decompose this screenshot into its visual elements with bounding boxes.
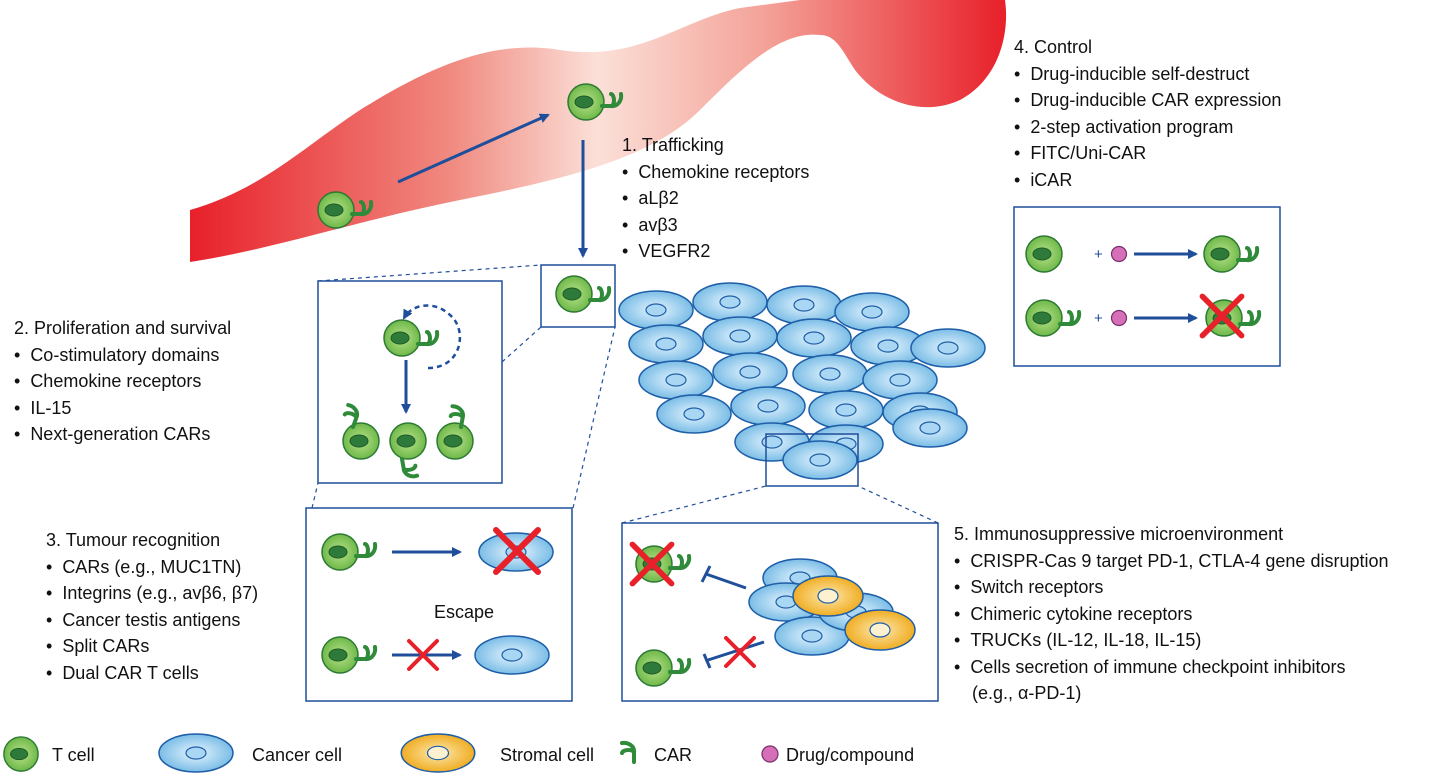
inhibition-bar [700,565,712,583]
legend-cancer-cell-icon [158,733,234,773]
tumour-mass [618,282,986,480]
escape-label: Escape [434,602,494,622]
recognition-item: Split CARs [46,633,258,660]
immunosuppressive-text: 5. Immunosuppressive microenvironment CR… [954,521,1389,707]
stromal-cell-tme [792,575,864,617]
control-panel [1013,206,1281,367]
control-title: 4. Control [1014,37,1093,57]
proliferation-item: IL-15 [14,395,231,422]
blocked-inhibition-bar [702,653,712,669]
immunosuppressive-item: CRISPR-Cas 9 target PD-1, CTLA-4 gene di… [954,548,1388,575]
immunosuppressive-continuation: (e.g., α-PD-1) [972,683,1082,703]
control-item: 2-step activation program [1014,114,1281,141]
blocked-inhibition-line [707,640,765,662]
recognition-title: 3. Tumour recognition [46,530,221,550]
zoom-box-tcell [540,264,616,328]
t-cell-control-before [1025,235,1063,273]
legend-drug-label: Drug/compound [786,745,914,765]
control-item: Drug-inducible CAR expression [1014,87,1281,114]
plus-sign: + [1094,310,1103,327]
control-item: Drug-inducible self-destruct [1014,61,1281,88]
self-renewal-arrow [402,304,462,370]
zoom-box-tumour [765,433,859,487]
immunosuppressive-item: Switch receptors [954,574,1389,601]
trafficking-item: avβ3 [622,212,809,239]
immunosuppressive-title: 5. Immunosuppressive microenvironment [954,524,1284,544]
legend-drug-icon [761,745,779,763]
control-text: 4. Control Drug-inducible self-destruct … [1014,34,1281,193]
recognition-text: 3. Tumour recognition CARs (e.g., MUC1TN… [46,527,258,686]
drug-compound [1110,245,1128,263]
stromal-cell-tme [844,609,916,651]
legend-stromal-cell-label: Stromal cell [500,745,594,765]
t-cell-at-tumour [555,275,612,313]
control-item: FITC/Uni-CAR [1014,140,1281,167]
trafficking-item: aLβ2 [622,185,809,212]
trafficking-title: 1. Trafficking [622,135,724,155]
proliferation-item: Chemokine receptors [14,368,231,395]
recognition-item: Dual CAR T cells [46,660,258,687]
control-item: iCAR [1014,167,1281,194]
legend-cancer-cell-label: Cancer cell [252,745,342,765]
legend-car-label: CAR [654,745,692,765]
legend-t-cell-label: T cell [52,745,95,765]
trafficking-item: VEGFR2 [622,238,809,265]
legend-stromal-cell-icon [400,733,476,773]
immunosuppressive-item: Chimeric cytokine receptors [954,601,1389,628]
zoom-lines [311,264,939,524]
recognition-item: Integrins (e.g., avβ6, β7) [46,580,258,607]
cancer-cell-escaped [474,635,550,675]
drug-compound [1110,309,1128,327]
proliferation-item: Next-generation CARs [14,421,231,448]
immunosuppressive-item: TRUCKs (IL-12, IL-18, IL-15) [954,627,1389,654]
recognition-item: CARs (e.g., MUC1TN) [46,554,258,581]
trafficking-text: 1. Trafficking Chemokine receptors aLβ2 … [622,132,809,265]
inhibition-line [705,572,747,590]
recognition-item: Cancer testis antigens [46,607,258,634]
immunosuppressive-item: Cells secretion of immune checkpoint inh… [954,654,1389,681]
blood-vessel [190,0,1007,262]
trafficking-item: Chemokine receptors [622,159,809,186]
flow-arrow [397,113,550,184]
proliferation-title: 2. Proliferation and survival [14,318,232,338]
legend: T cell Cancer cell Stromal cell CAR Drug… [3,733,914,773]
legend-t-cell-icon [3,736,39,772]
plus-sign: + [1094,246,1103,263]
legend-car-icon [620,740,637,764]
proliferation-text: 2. Proliferation and survival Co-stimula… [14,315,231,448]
proliferation-item: Co-stimulatory domains [14,342,231,369]
